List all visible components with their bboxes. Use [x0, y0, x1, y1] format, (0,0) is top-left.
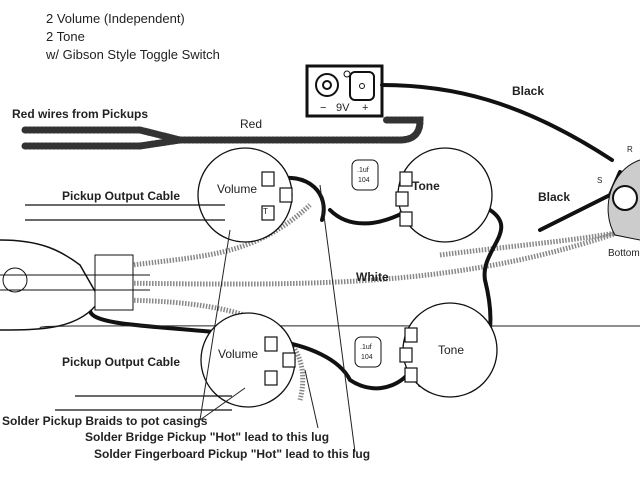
cap-bottom-value: .1uf — [360, 344, 372, 351]
cap-bottom-code: 104 — [361, 354, 373, 361]
capacitor-bottom: .1uf 104 — [354, 336, 382, 368]
tone-bottom-label: Tone — [438, 343, 464, 357]
body-outline — [39, 325, 640, 329]
black-label-switch: Black — [538, 190, 570, 204]
white-wire — [109, 229, 621, 287]
braids-note: Solder Pickup Braids to pot casings — [2, 414, 208, 428]
volume-top-label: Volume — [217, 182, 257, 196]
black-wire-battery — [380, 83, 614, 162]
switch-r: R — [627, 145, 633, 154]
red-wire — [21, 116, 424, 150]
header-line-3: w/ Gibson Style Toggle Switch — [45, 47, 220, 62]
switch-s: S — [597, 176, 602, 185]
cap-top-value: .1uf — [357, 167, 369, 174]
volume-pot-top: Volume — [197, 147, 293, 243]
switch-bottom: Bottom — [608, 248, 640, 259]
volume-bottom-label: Volume — [218, 347, 258, 361]
output-jack: R S T Bottom — [263, 145, 640, 259]
header-line-2: 2 Tone — [46, 29, 85, 44]
output-cable-bottom-label: Pickup Output Cable — [62, 355, 180, 369]
red-wires-label: Red wires from Pickups — [12, 107, 148, 121]
battery-plus: + — [362, 102, 368, 114]
switch-t: T — [263, 207, 268, 216]
output-cable-bottom — [55, 395, 232, 411]
battery-connector: − 9V + — [305, 64, 384, 118]
bridge-hot-note: Solder Bridge Pickup "Hot" lead to this … — [85, 430, 329, 444]
black-wires — [88, 170, 622, 391]
output-cable-top-label: Pickup Output Cable — [62, 189, 180, 203]
white-label: White — [356, 270, 389, 284]
red-label: Red — [240, 117, 262, 131]
black-label-top: Black — [512, 84, 544, 98]
tone-top-label: Tone — [412, 179, 440, 193]
capacitor-top: .1uf 104 — [351, 159, 379, 191]
tone-pot-top: Tone — [395, 147, 493, 243]
cap-top-code: 104 — [358, 177, 370, 184]
annotation-leaders — [199, 184, 356, 453]
tone-pot-bottom: Tone — [399, 302, 498, 398]
volume-pot-bottom: Volume — [200, 312, 296, 408]
output-cable-top — [25, 204, 225, 221]
header-line-1: 2 Volume (Independent) — [46, 11, 185, 26]
battery-minus: − — [320, 102, 326, 114]
shielded-wires — [109, 203, 621, 401]
battery-label: 9V — [336, 102, 350, 114]
pickup-selector-body — [0, 239, 150, 331]
fingerboard-hot-note: Solder Fingerboard Pickup "Hot" lead to … — [94, 447, 370, 461]
